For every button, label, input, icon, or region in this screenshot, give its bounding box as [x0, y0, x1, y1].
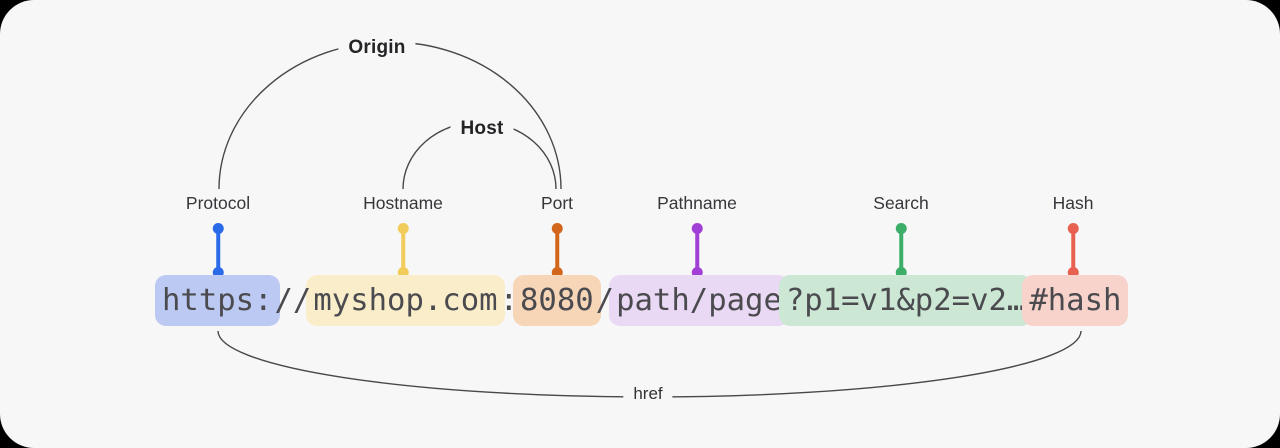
part-label-hash: Hash	[1052, 193, 1094, 213]
pin-hash	[1071, 228, 1075, 273]
pin-protocol	[216, 228, 220, 273]
host-arc-label: Host	[450, 118, 514, 140]
url-segment-search: ?p1=v1&p2=v2…	[778, 275, 1033, 326]
origin-arc-label: Origin	[338, 37, 416, 59]
pin-pathname	[695, 228, 699, 273]
origin-arc	[218, 41, 562, 190]
part-label-port: Port	[540, 193, 574, 213]
url-separator-colon: :	[499, 283, 518, 318]
part-label-hostname: Hostname	[363, 193, 443, 213]
url-separator-slashes: //	[274, 283, 312, 318]
url-separator-slash: /	[595, 283, 615, 318]
pin-port	[555, 228, 559, 273]
url-bar: https://myshop.com:8080/path/page?p1=v1&…	[155, 275, 1129, 326]
url-segment-hash: #hash	[1022, 275, 1129, 326]
url-segment-port: 8080	[512, 275, 601, 326]
part-label-protocol: Protocol	[185, 193, 251, 213]
url-segment-pathname: path/page	[609, 275, 789, 326]
url-segment-protocol: https:	[155, 275, 280, 326]
href-arc-label: href	[623, 384, 673, 404]
pin-hostname	[401, 228, 405, 273]
part-label-search: Search	[873, 193, 929, 213]
part-label-pathname: Pathname	[657, 193, 737, 213]
pin-search	[899, 228, 903, 273]
url-segment-hostname: myshop.com	[306, 275, 505, 326]
